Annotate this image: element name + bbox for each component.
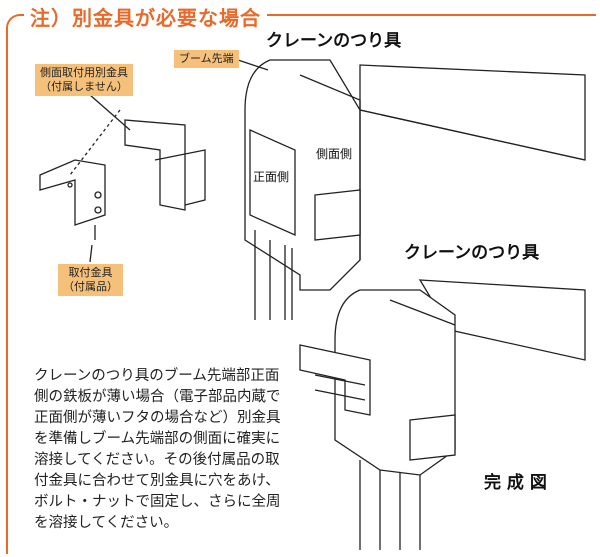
label-side-bracket: 側面取付用別金具 （付属しません） [35, 64, 133, 96]
section-title: 注）別金具が必要な場合 [24, 2, 267, 31]
top-boom-drawing [244, 59, 586, 320]
completed-boom-drawing [299, 279, 586, 550]
side-bracket-text: 側面取付用別金具 [40, 66, 128, 79]
crane-hook-top-label: クレーンのつり具 [266, 31, 402, 51]
exploded-brackets-drawing [39, 109, 206, 240]
completed-label: 完 成 図 [484, 473, 547, 493]
lateral-side-label: 側面側 [316, 147, 353, 161]
label-boom-tip: ブーム先端 [174, 50, 239, 68]
description-text: クレーンのつり具のブーム先端部正面側の鉄板が薄い場合（電子部品内蔵で正面側が薄い… [34, 368, 281, 531]
leader-side-bracket [89, 94, 131, 131]
note-frame [6, 14, 596, 554]
front-side-label: 正面側 [253, 170, 290, 184]
crane-hook-bottom-label: クレーンのつり具 [404, 243, 540, 263]
mount-bracket-text: 取付金具 [68, 266, 113, 279]
mount-bracket-note: （付属品） [63, 280, 118, 293]
leader-mount-bracket [89, 244, 93, 263]
leader-boom-tip [237, 59, 269, 71]
label-mount-bracket: 取付金具 （付属品） [58, 264, 123, 296]
side-bracket-note: （付属しません） [40, 80, 128, 93]
